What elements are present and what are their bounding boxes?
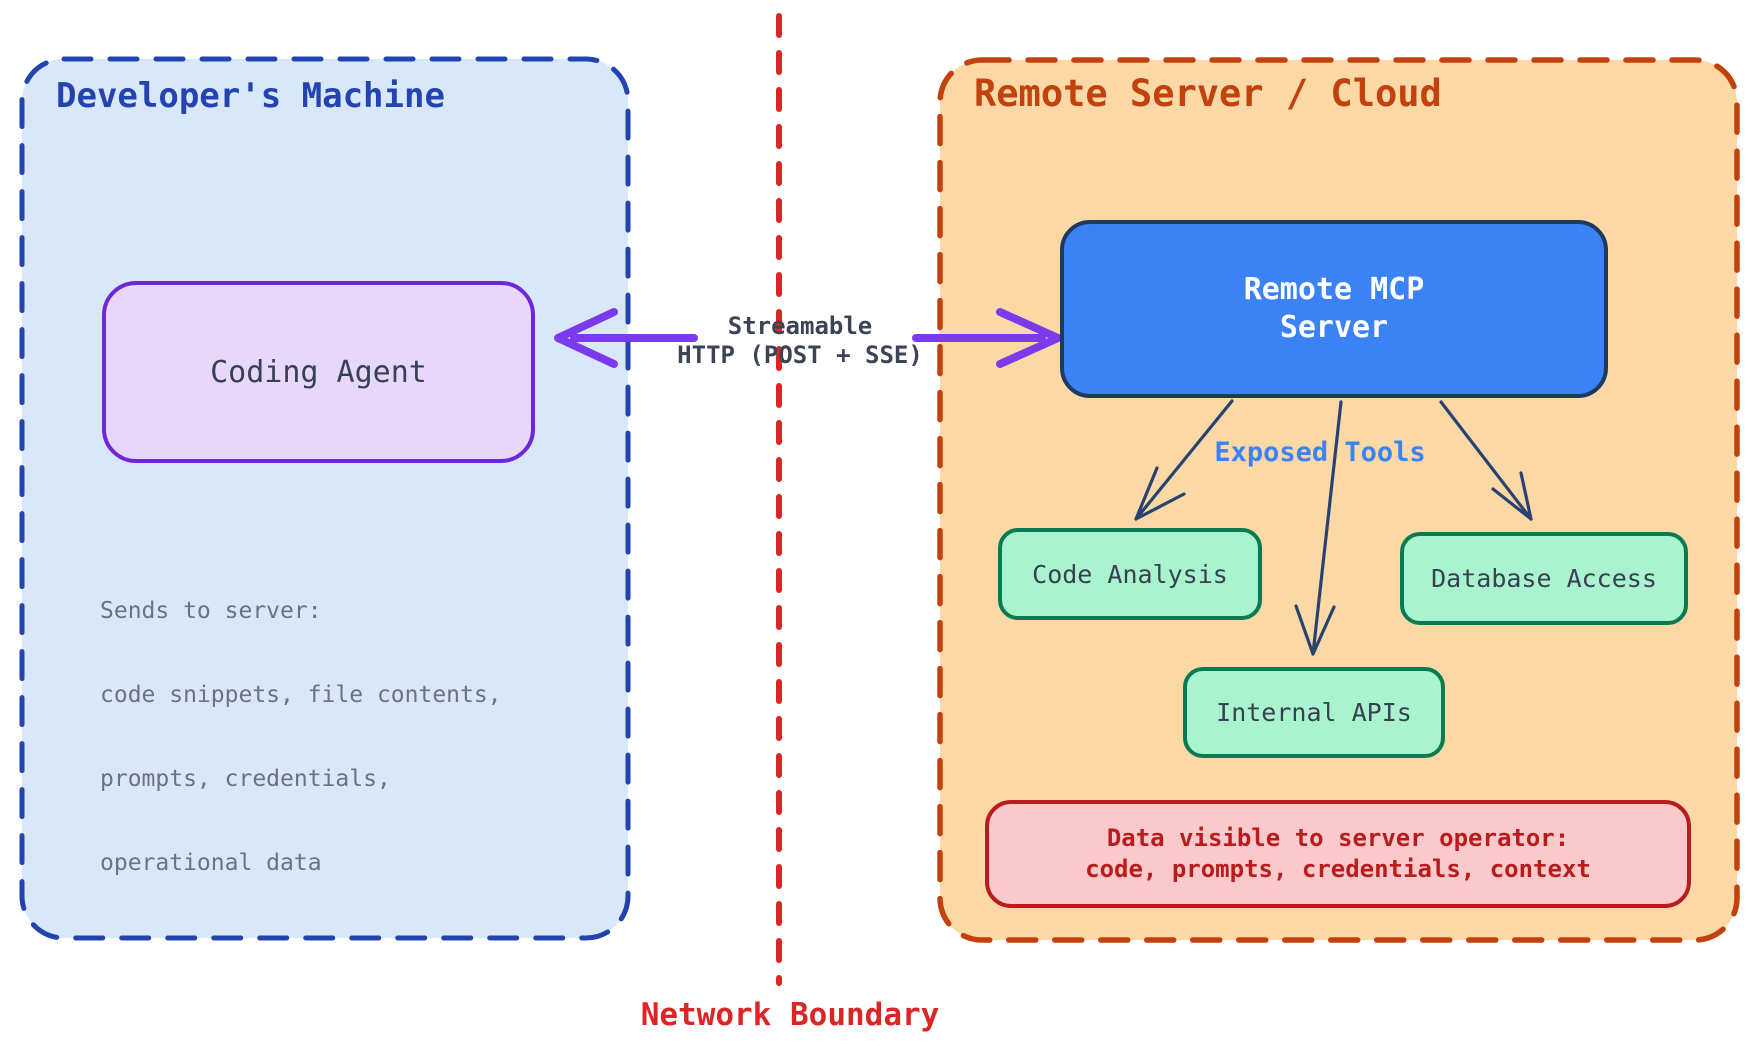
coding-agent-box: Coding Agent (102, 281, 535, 463)
note-line: code snippets, file contents, (100, 682, 502, 708)
connection-label-line1: Streamable (727, 312, 873, 340)
tool-label-code-analysis: Code Analysis (1032, 559, 1228, 589)
remote-mcp-server-box: Remote MCP Server (1060, 220, 1608, 398)
coding-agent-label: Coding Agent (210, 354, 427, 390)
tool-box-internal-apis: Internal APIs (1183, 667, 1445, 758)
tool-box-code-analysis: Code Analysis (998, 528, 1262, 620)
sends-to-server-note: Sends to server: code snippets, file con… (100, 541, 502, 933)
tool-box-database-access: Database Access (1400, 532, 1688, 625)
http-arrow-right-head-icon (996, 308, 1062, 368)
tool-label-internal-apis: Internal APIs (1216, 698, 1412, 727)
operator-warning-line1: Data visible to server operator: (1106, 824, 1570, 852)
remote-mcp-server-label-line1: Remote MCP (1243, 272, 1425, 307)
tool-arrow-database-access-head-icon (1491, 471, 1533, 521)
tool-label-database-access: Database Access (1431, 564, 1657, 593)
note-line: Sends to server: (100, 598, 322, 624)
developer-machine-title: Developer's Machine (56, 76, 445, 116)
cloud-panel-title: Remote Server / Cloud (974, 72, 1442, 115)
http-arrow-left-head-icon (554, 308, 618, 368)
connection-label: Streamable HTTP (POST + SSE) (650, 312, 950, 370)
tool-arrow-code-analysis-head-icon (1134, 466, 1186, 521)
tool-arrow-database-access (1439, 400, 1533, 521)
connection-label-line2: HTTP (POST + SSE) (677, 341, 923, 369)
remote-mcp-server-label-line2: Server (1279, 310, 1389, 345)
note-line: prompts, credentials, (100, 766, 391, 792)
note-line: operational data (100, 850, 322, 876)
tool-arrow-code-analysis (1134, 399, 1234, 521)
operator-warning-line2: code, prompts, credentials, context (1085, 855, 1591, 883)
network-boundary-label: Network Boundary (640, 997, 940, 1033)
operator-visibility-warning-box: Data visible to server operator: code, p… (985, 800, 1691, 908)
tool-arrow-internal-apis (1311, 400, 1343, 656)
developer-machine-panel-shape (19, 56, 631, 941)
tool-arrow-internal-apis-head-icon (1294, 604, 1336, 656)
exposed-tools-label: Exposed Tools (1214, 437, 1426, 468)
